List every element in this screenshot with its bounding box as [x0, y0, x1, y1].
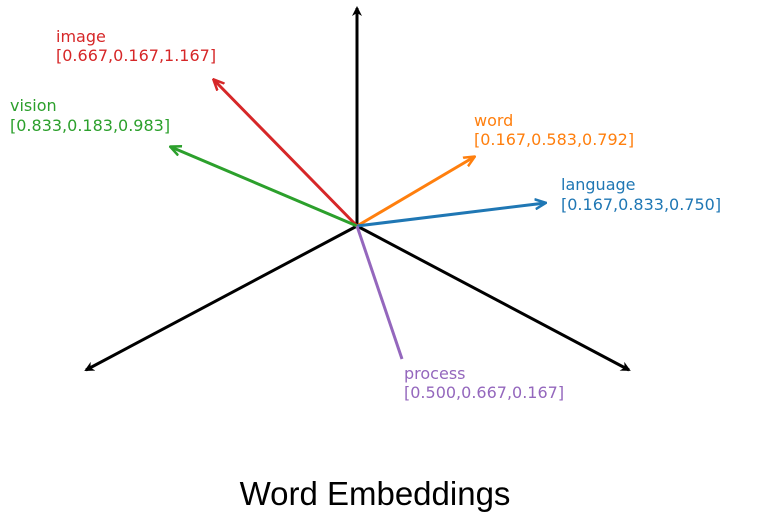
language-coords: [0.167,0.833,0.750] — [561, 195, 721, 214]
image-vector-arrow — [214, 80, 359, 228]
process-coords: [0.500,0.667,0.167] — [404, 383, 564, 402]
word-label: word — [474, 111, 513, 130]
language-label: language — [561, 175, 636, 194]
axis-left-arrow — [84, 224, 358, 372]
axis-right-arrow — [356, 224, 631, 372]
axes — [84, 6, 631, 372]
process-vector-line — [355, 225, 404, 360]
vision-coords: [0.833,0.183,0.983] — [10, 116, 170, 135]
vector-labels: image [0.667,0.167,1.167] vision [0.833,… — [10, 27, 721, 402]
process-label: process — [404, 364, 465, 383]
vision-label: vision — [10, 96, 57, 115]
diagram-title: Word Embeddings — [240, 475, 511, 512]
image-coords: [0.667,0.167,1.167] — [56, 46, 216, 65]
image-label: image — [56, 27, 106, 46]
vectors — [171, 80, 545, 360]
word-vector-arrow — [356, 157, 474, 228]
vision-vector-arrow — [171, 147, 358, 228]
word-coords: [0.167,0.583,0.792] — [474, 130, 634, 149]
language-vector-arrow — [356, 203, 545, 228]
